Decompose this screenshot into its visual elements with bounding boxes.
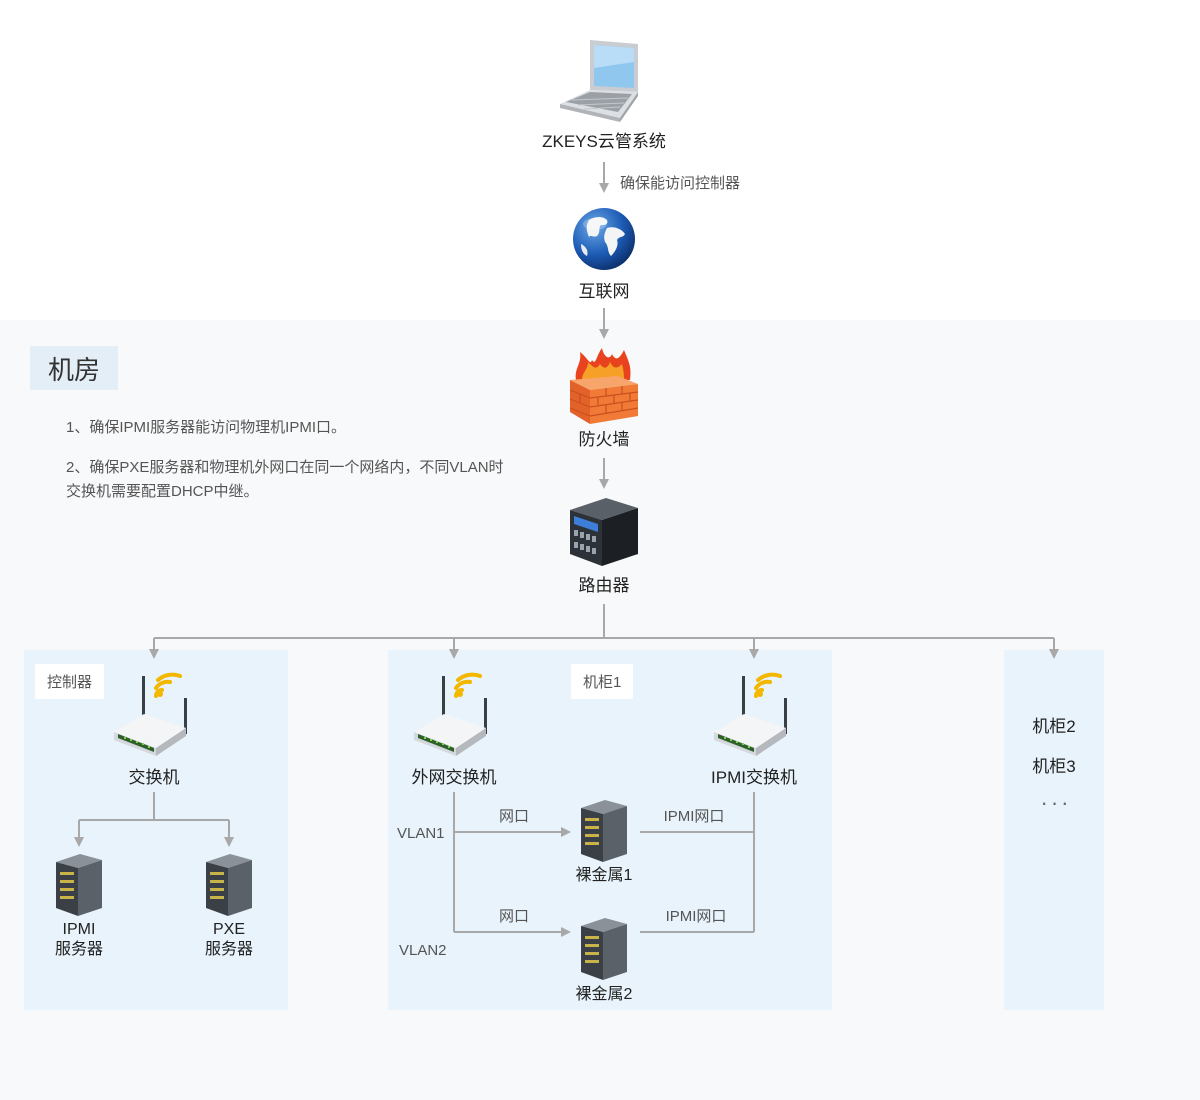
ipmi-server-label-line2: 服务器	[54, 941, 104, 958]
vlan2-label: VLAN2	[399, 942, 447, 959]
bare-metal-server-icon	[581, 800, 627, 862]
ipmi-port2-label: IPMI网口	[665, 908, 727, 925]
laptop-icon	[560, 40, 638, 122]
external-switch-label: 外网交换机	[411, 768, 497, 787]
more-cabinets-ellipsis: ···	[1040, 790, 1072, 815]
controller-panel	[24, 650, 288, 1010]
room-note-1: 1、确保IPMI服务器能访问物理机IPMI口。	[66, 419, 347, 436]
router-label: 路由器	[578, 576, 630, 595]
room-title: 机房	[30, 346, 118, 390]
room-note-2-line1: 2、确保PXE服务器和物理机外网口在同一个网络内，不同VLAN时	[66, 459, 504, 476]
room-note-2-line2: 交换机需要配置DHCP中继。	[66, 483, 259, 500]
wifi-switch-icon	[714, 672, 787, 756]
port2-label: 网口	[498, 908, 530, 925]
wifi-switch-icon	[114, 672, 187, 756]
ipmi-switch-label: IPMI交换机	[711, 768, 797, 787]
bare-metal2-label: 裸金属2	[575, 986, 633, 1003]
internet-label: 互联网	[578, 282, 630, 301]
ipmi-server-icon	[56, 854, 102, 916]
port1-label: 网口	[498, 808, 530, 825]
system-label: ZKEYS云管系统	[542, 132, 666, 151]
other-cabinets-panel	[1004, 650, 1104, 1010]
wifi-switch-icon	[414, 672, 487, 756]
cabinet2-label: 机柜2	[1032, 717, 1076, 736]
cabinet3-label: 机柜3	[1032, 757, 1076, 776]
cabinet1-tag: 机柜1	[571, 664, 634, 699]
vlan1-label: VLAN1	[397, 825, 445, 842]
bare-metal-server-icon	[581, 918, 627, 980]
pxe-server-icon	[206, 854, 252, 916]
ipmi-server-label-line1: IPMI	[62, 921, 96, 938]
controller-tag: 控制器	[35, 664, 105, 699]
controller-switch-label: 交换机	[128, 768, 180, 787]
pxe-server-label-line2: 服务器	[204, 941, 254, 958]
ipmi-port1-label: IPMI网口	[663, 808, 725, 825]
firewall-icon	[569, 348, 639, 424]
bare-metal1-label: 裸金属1	[575, 867, 633, 884]
firewall-label: 防火墙	[578, 430, 630, 449]
pxe-server-label-line1: PXE	[212, 921, 246, 938]
arrow-note: 确保能访问控制器	[620, 175, 741, 192]
router-icon	[570, 498, 638, 566]
globe-icon	[573, 208, 635, 270]
